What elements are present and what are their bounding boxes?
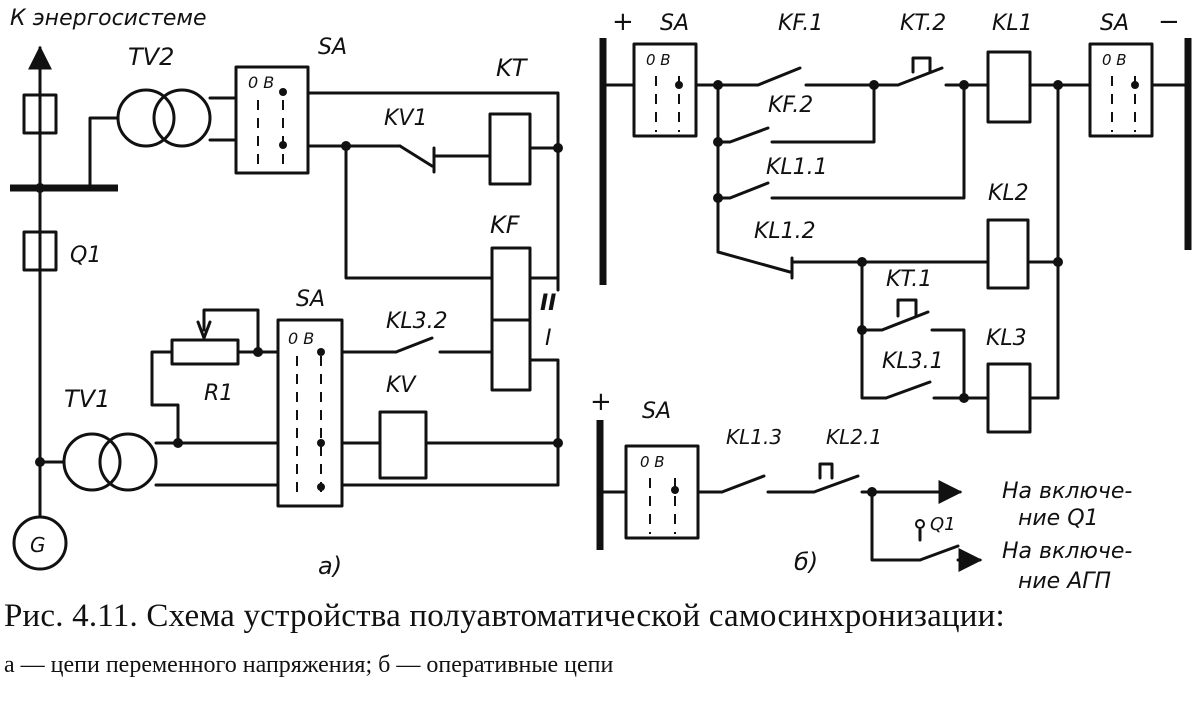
- upper-breaker: [22, 93, 58, 135]
- sa-bottom-positions: 0 B: [288, 329, 314, 348]
- switch-sa-top: [234, 65, 310, 175]
- q1-aux-contact: [918, 544, 960, 562]
- kf2-label: KF.2: [768, 93, 813, 118]
- panel-a-label: а): [318, 552, 342, 580]
- relay-kl2-coil: [986, 218, 1030, 290]
- kv-label: KV: [386, 373, 417, 398]
- plus-bottom-label: +: [590, 387, 612, 417]
- self-synchronization-circuit-diagram: К энергосистеме Q1 G TV2 0 B SA KT KV1: [10, 6, 1192, 594]
- q1-label: Q1: [70, 243, 101, 268]
- kl13-label: KL1.3: [726, 425, 782, 449]
- tv2-secondary: [152, 88, 212, 148]
- kl21-label: KL2.1: [826, 425, 882, 449]
- kl21-contact: [812, 474, 860, 494]
- kl12-contact: [716, 250, 792, 274]
- kf-ii-wire: [344, 144, 494, 280]
- out1-line2: ние Q1: [1018, 506, 1099, 531]
- switch-sa-b-right: [1088, 42, 1154, 138]
- kt2-delay-mark: [911, 56, 932, 74]
- kf2-wire: [770, 83, 876, 144]
- relay-kl3-coil: [986, 362, 1032, 434]
- tv2-primary: [116, 88, 176, 148]
- kt-top-wire: [306, 91, 560, 292]
- sa-top-right-label: SA: [1100, 11, 1129, 36]
- winding-i-label: I: [545, 326, 552, 351]
- generator-label: G: [30, 533, 46, 557]
- kl31-label: KL3.1: [882, 349, 944, 374]
- kl11-contact: [716, 181, 770, 200]
- r1-wiper-arrow: [196, 320, 212, 340]
- kt1-delay-mark: [896, 298, 918, 318]
- kl1-label: KL1: [992, 11, 1033, 36]
- kf-i-return: [528, 358, 560, 487]
- sa-bottom-label: SA: [296, 287, 325, 312]
- q1-aux-wire: [870, 490, 922, 562]
- switch-sa-bottom: [276, 318, 344, 508]
- relay-kv-coil: [378, 410, 428, 480]
- out1-line1: На включе-: [1002, 479, 1132, 504]
- tv1-secondary: [98, 432, 158, 492]
- winding-ii-label: II: [540, 291, 556, 316]
- kt-label: KT: [496, 54, 529, 82]
- kv1-label: KV1: [384, 106, 427, 131]
- kl32-contact: [394, 336, 434, 354]
- kl3-label: KL3: [986, 326, 1027, 351]
- relay-kf-winding-ii: [490, 246, 532, 322]
- kl13-contact: [720, 474, 766, 494]
- switch-sa-b-left: [632, 42, 698, 138]
- kl32-label: KL3.2: [386, 309, 448, 334]
- tv2-label: TV2: [128, 43, 174, 71]
- sa-b-bottom-positions: 0 B: [640, 453, 665, 471]
- tv2-tap: [88, 116, 120, 190]
- kl11-label: KL1.1: [766, 155, 828, 180]
- kt2-contact: [896, 66, 944, 87]
- kl11-wire: [770, 83, 966, 200]
- kf1-label: KF.1: [778, 11, 823, 36]
- relay-kl1-coil: [986, 50, 1032, 124]
- kt1-wire: [930, 328, 966, 400]
- tv1-label: TV1: [64, 385, 110, 413]
- out2-line2: ние АГП: [1018, 569, 1111, 594]
- to-grid-label: К энергосистеме: [10, 6, 207, 31]
- kl3-left-vertical: [860, 260, 888, 400]
- sa-bottom-b-label: SA: [642, 399, 671, 424]
- r1-wire-left: [150, 350, 180, 445]
- panel-b-control-circuits: + SA SA − 0 B KF.1 KT.2 KL1 0 B: [590, 7, 1192, 594]
- r1-wiper: [202, 308, 260, 354]
- sa-top-left-label: SA: [660, 11, 689, 36]
- kf-label: KF: [490, 211, 521, 239]
- r1-label: R1: [204, 381, 233, 406]
- kf1-contact: [756, 66, 802, 87]
- kl2-label: KL2: [988, 181, 1029, 206]
- kl31-contact: [884, 380, 932, 400]
- panel-a-ac-circuits: К энергосистеме Q1 G TV2 0 B SA KT KV1: [10, 6, 563, 580]
- kf2-contact: [716, 126, 770, 144]
- figure-caption-subtitle: а — цепи переменного напряжения; б — опе…: [4, 652, 614, 678]
- out2-line1: На включе-: [1002, 539, 1132, 564]
- sa-top-positions: 0 B: [248, 73, 274, 92]
- sa-b-left-positions: 0 B: [646, 51, 671, 69]
- panel-b-label: б): [794, 548, 818, 576]
- resistor-r1: [170, 338, 240, 366]
- tv1-primary: [62, 432, 122, 492]
- generator-g: [12, 515, 68, 571]
- sa-top-label: SA: [318, 35, 347, 60]
- figure-caption-title: Рис. 4.11. Схема устройства полуавтомати…: [4, 598, 1005, 634]
- breaker-q1: [22, 230, 58, 272]
- relay-kt-coil: [488, 112, 532, 186]
- minus-label: −: [1158, 7, 1180, 37]
- kv1-contact: [398, 144, 434, 168]
- relay-kf-winding-i: [490, 318, 532, 392]
- kt1-label: KT.1: [886, 267, 932, 292]
- plus-top-label: +: [612, 7, 634, 37]
- sa-b-right-positions: 0 B: [1102, 51, 1127, 69]
- kl12-label: KL1.2: [754, 219, 816, 244]
- kt1-contact: [860, 310, 930, 332]
- kl21-delay-mark: [818, 462, 834, 480]
- q1-aux-label: Q1: [930, 514, 956, 535]
- kt2-label: KT.2: [900, 11, 946, 36]
